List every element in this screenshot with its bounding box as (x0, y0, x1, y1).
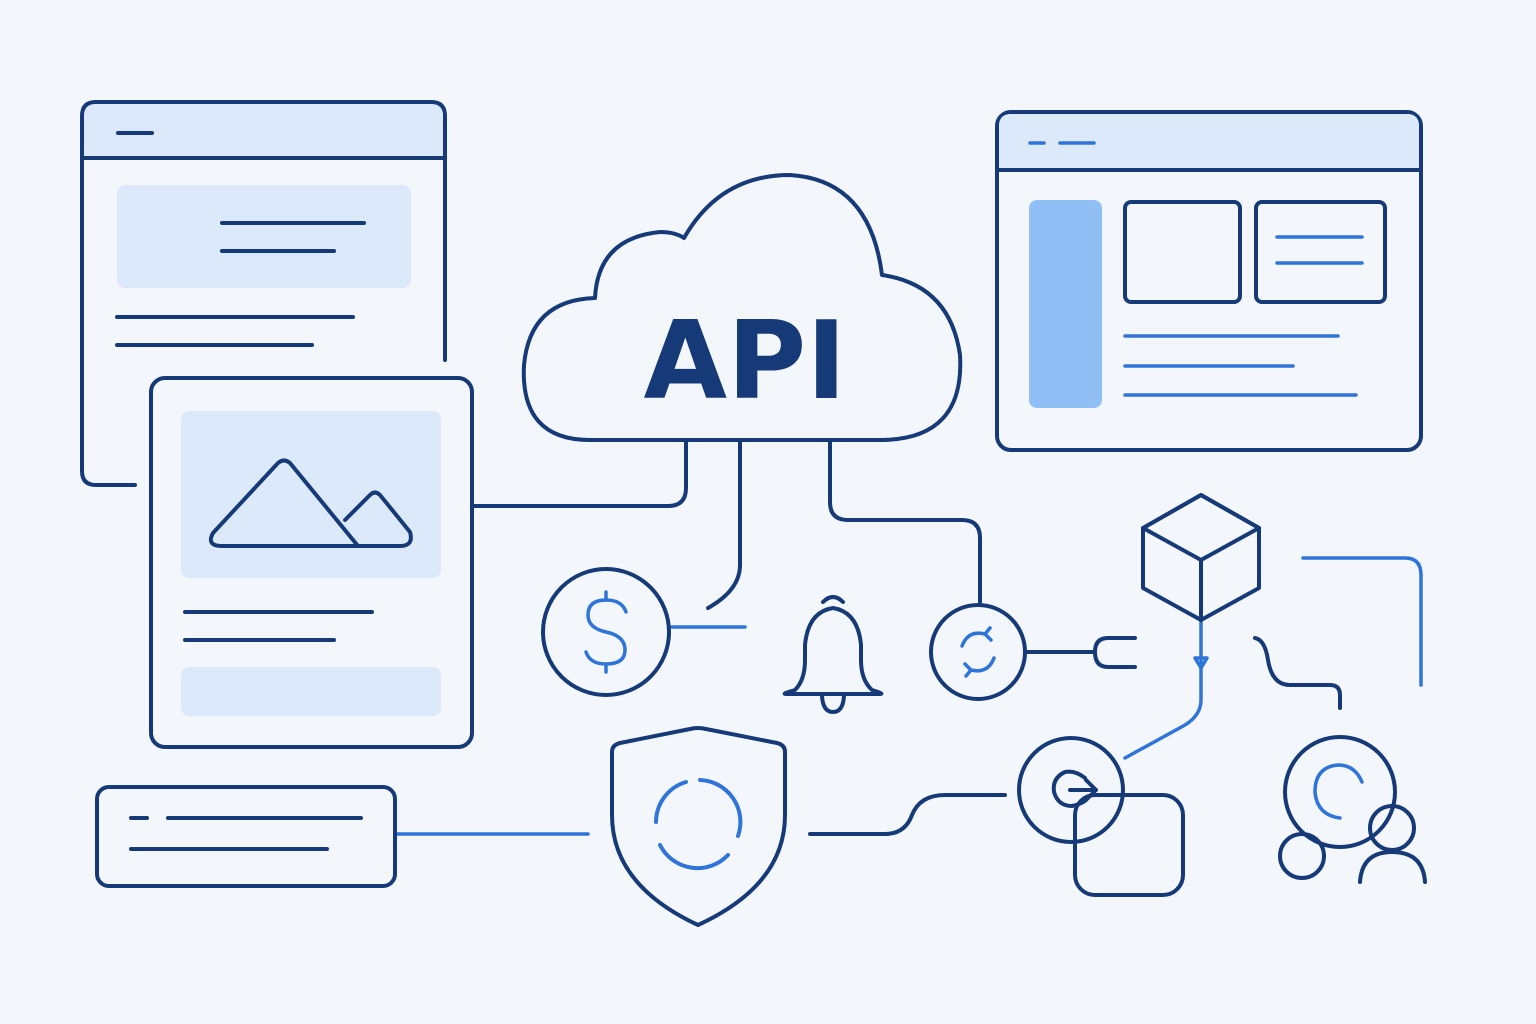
text-lines (115, 221, 366, 347)
dollar-icon (584, 590, 628, 674)
image-card (149, 376, 474, 749)
arrow-down-icon (1193, 656, 1209, 670)
connector-cloud-sync (828, 438, 982, 604)
sync-icon (929, 603, 1027, 701)
loading-ring-icon (654, 778, 743, 871)
text-lines (1123, 334, 1358, 397)
connector-card-cloud (470, 438, 688, 508)
plug-icon (1093, 636, 1137, 669)
input-panel (95, 785, 397, 888)
users-icon (1278, 735, 1427, 884)
connector-corner (1301, 556, 1423, 687)
shield-icon (610, 726, 787, 927)
sidebar-panel (1029, 200, 1102, 408)
cube-icon (1141, 493, 1261, 622)
content-panel (117, 185, 411, 288)
cycle-icon (1017, 736, 1185, 897)
mountain-icon (208, 458, 413, 548)
content-box (1123, 200, 1242, 304)
connector-cube-cycle (1123, 618, 1203, 760)
browser-window-right (995, 110, 1423, 452)
browser-window-left (80, 100, 447, 487)
api-label: API (644, 299, 847, 424)
connector-squiggle (1253, 636, 1342, 710)
connector-cloud-payment (706, 438, 742, 610)
image-panel (181, 411, 441, 578)
card-button (181, 667, 441, 716)
api-cloud: API (521, 173, 963, 442)
connector-shield-cycle (808, 793, 1007, 836)
payment-icon (541, 567, 671, 697)
bell-icon (782, 595, 884, 714)
connector-lines (393, 438, 1423, 836)
content-box (1254, 200, 1387, 304)
text-lines (183, 610, 374, 642)
